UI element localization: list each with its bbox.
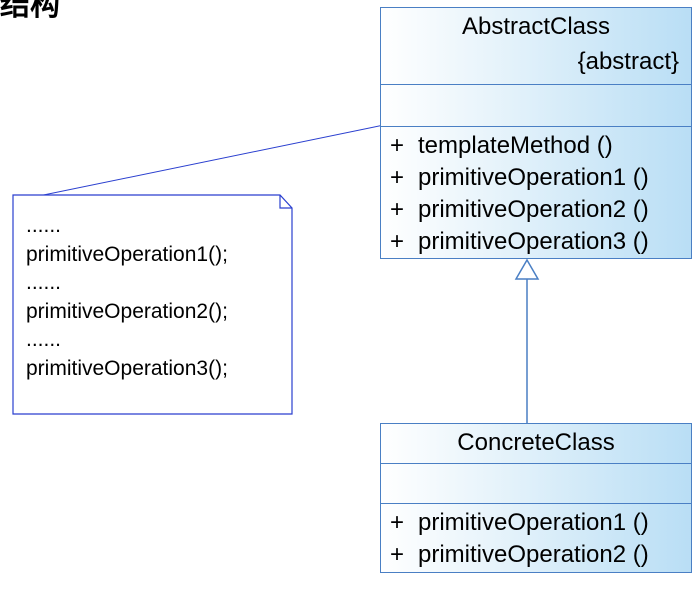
operation-row: + templateMethod () (381, 130, 691, 162)
abstract-class-attributes-compartment (381, 85, 691, 127)
concrete-class-name-compartment: ConcreteClass (381, 424, 691, 464)
operation-visibility: + (390, 541, 405, 568)
note-line: primitiveOperation1(); (26, 242, 228, 266)
operation-visibility: + (390, 228, 405, 255)
operation-name: primitiveOperation2 () (418, 541, 649, 568)
abstract-class-operations-compartment: + templateMethod () + primitiveOperation… (381, 127, 691, 258)
page-heading: 结构 (0, 0, 60, 23)
note-shape (12, 194, 293, 415)
note-line: primitiveOperation3(); (26, 356, 228, 380)
operation-visibility: + (390, 509, 405, 536)
operation-row: + primitiveOperation2 () (381, 539, 691, 571)
note-anchor-line (23, 124, 385, 200)
operation-row: + primitiveOperation2 () (381, 194, 691, 226)
abstract-class-box: AbstractClass {abstract} + templateMetho… (380, 7, 692, 259)
note-line: ...... (26, 328, 62, 351)
operation-name: templateMethod () (418, 132, 613, 159)
concrete-class-box: ConcreteClass + primitiveOperation1 () +… (380, 423, 692, 573)
abstract-class-name-compartment: AbstractClass {abstract} (381, 8, 691, 85)
operation-name: primitiveOperation1 () (418, 509, 649, 536)
note-fold-corner (279, 195, 292, 209)
concrete-class-name: ConcreteClass (457, 429, 615, 456)
operation-visibility: + (390, 196, 405, 223)
abstract-class-name: AbstractClass (461, 13, 611, 40)
generalization-arrowhead (514, 258, 540, 280)
operation-name: primitiveOperation1 () (418, 164, 649, 191)
note-line: ...... (26, 214, 62, 237)
operation-name: primitiveOperation3 () (418, 228, 649, 255)
operation-visibility: + (390, 132, 405, 159)
operation-row: + primitiveOperation1 () (381, 507, 691, 539)
operation-name: primitiveOperation2 () (418, 196, 649, 223)
concrete-class-operations-compartment: + primitiveOperation1 () + primitiveOper… (381, 504, 691, 572)
operation-row: + primitiveOperation1 () (381, 162, 691, 194)
abstract-stereotype: {abstract} (577, 48, 679, 75)
note-line: ...... (26, 271, 62, 294)
note-line: primitiveOperation2(); (26, 299, 228, 323)
concrete-class-attributes-compartment (381, 464, 691, 504)
note-text: ...... primitiveOperation1(); ...... pri… (26, 212, 228, 383)
operation-row: + primitiveOperation3 () (381, 226, 691, 258)
operation-visibility: + (390, 164, 405, 191)
